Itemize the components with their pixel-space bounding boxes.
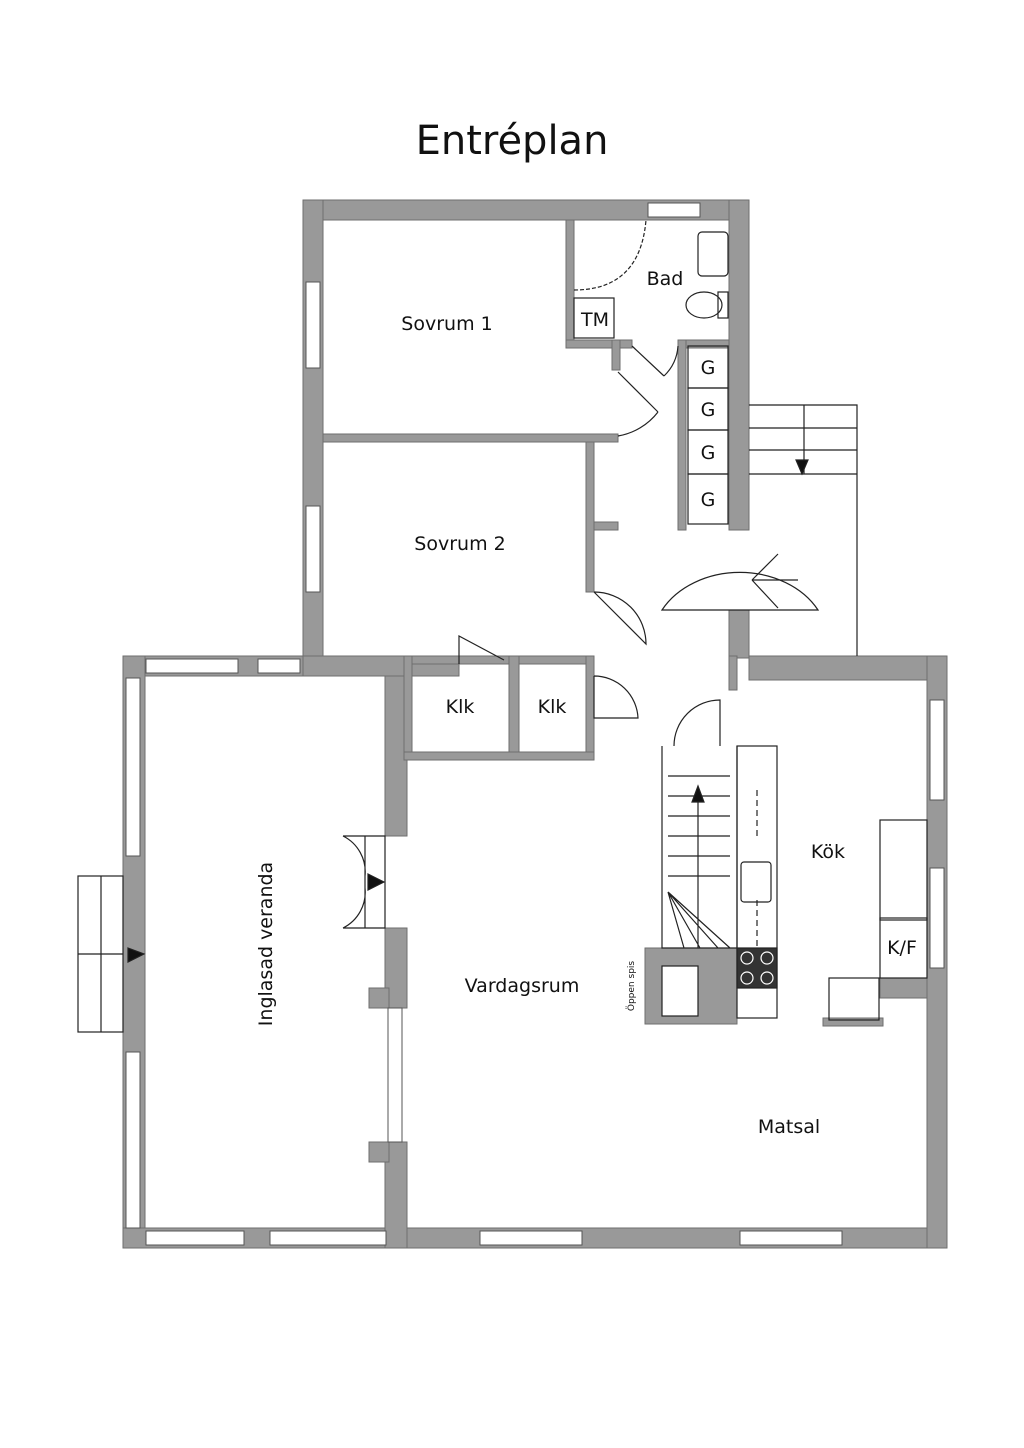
window-partition [387, 1007, 403, 1143]
wall-klk-right [585, 655, 595, 755]
wall-right-stub [728, 655, 738, 691]
kf-box [879, 917, 928, 979]
wall-left-upper [302, 199, 324, 677]
wall-sovrum2-stub [593, 521, 619, 531]
wall-kok-top [748, 655, 948, 681]
wall-partition-notch1 [368, 987, 390, 1009]
door-bad [631, 345, 679, 377]
wall-bad-door-jamb [611, 339, 621, 371]
label-matsal: Matsal [758, 1116, 820, 1138]
label-vardagsrum: Vardagsrum [465, 975, 580, 997]
door-klk2 [593, 675, 639, 719]
door-sovrum1 [617, 371, 659, 437]
window-bottom3 [479, 1230, 583, 1246]
walls [122, 199, 948, 1249]
window-bottom1 [145, 1230, 245, 1246]
labels: Sovrum 1 Bad TM Sovrum 2 Klk Klk Inglasa… [255, 268, 917, 1138]
windows [125, 202, 945, 1246]
shower-curtain [573, 219, 647, 291]
label-wardrobe-4: G [701, 489, 716, 511]
label-sovrum1: Sovrum 1 [401, 313, 492, 335]
label-wardrobe-3: G [701, 442, 716, 464]
window-veranda-top1 [145, 658, 239, 674]
wall-wardrobe-left [677, 339, 687, 531]
wall-sovrum-divider [322, 433, 619, 443]
window-veranda-top2 [257, 658, 301, 674]
entry-stairs [749, 404, 858, 656]
fireplace-opening [661, 965, 699, 1017]
toilet [685, 291, 723, 319]
label-klk2: Klk [538, 696, 567, 718]
wall-sovrum2-right [585, 441, 595, 593]
kitchen-sink [740, 861, 772, 903]
door-klk1 [458, 635, 505, 664]
stairs-arrow-down [795, 459, 809, 476]
label-bad: Bad [647, 268, 684, 290]
window-veranda-left2 [125, 1051, 141, 1229]
tm-box [573, 297, 615, 339]
label-klk1: Klk [446, 696, 475, 718]
label-tm: TM [580, 309, 609, 331]
label-oppen-spis: Öppen spis [626, 961, 637, 1012]
kitchen-island [828, 977, 880, 1021]
kitchen-counter-left [736, 745, 778, 1019]
wall-klk-bottom [403, 751, 595, 761]
label-inglasad-veranda: Inglasad veranda [255, 862, 277, 1026]
wall-kitchen-lower-right [879, 977, 928, 999]
label-wardrobe-2: G [701, 399, 716, 421]
window-sovrum1 [305, 281, 321, 369]
door-sovrum2 [593, 591, 647, 646]
veranda-arrow [367, 873, 386, 891]
label-kok: Kök [811, 841, 845, 863]
indoor-stairs [661, 746, 738, 949]
page-title: Entréplan [415, 118, 609, 164]
wall-klk-top [403, 655, 591, 665]
label-sovrum2: Sovrum 2 [414, 533, 505, 555]
wardrobe-box-4 [687, 473, 729, 525]
wall-klk-divider [508, 655, 520, 755]
wall-kitchen-bottom [822, 1017, 884, 1027]
wall-bad-bottom [565, 339, 633, 349]
wall-right-middle [728, 609, 750, 659]
window-veranda-left1 [125, 677, 141, 857]
entrance-door [660, 571, 820, 611]
window-bad-top [647, 202, 701, 218]
toilet-tank [717, 291, 729, 319]
window-kok-right1 [929, 699, 945, 801]
sink [697, 231, 729, 277]
window-bottom4 [739, 1230, 843, 1246]
wall-klk-left [403, 655, 413, 755]
wall-right-upper [728, 199, 750, 531]
label-wardrobe-1: G [701, 357, 716, 379]
stair-door [673, 699, 721, 747]
window-bottom2 [269, 1230, 387, 1246]
kitchen-counter-right [879, 819, 928, 921]
entrance-arrow [751, 553, 798, 609]
window-sovrum2 [305, 505, 321, 593]
label-kf: K/F [887, 937, 917, 959]
fixtures [77, 219, 928, 1033]
wall-partition-notch2 [368, 1141, 390, 1163]
indoor-stairs-arrow [691, 784, 705, 803]
kitchen-stove [736, 947, 778, 989]
outside-arrow [127, 947, 146, 963]
wall-bad-left [565, 219, 575, 345]
window-kok-right2 [929, 867, 945, 969]
